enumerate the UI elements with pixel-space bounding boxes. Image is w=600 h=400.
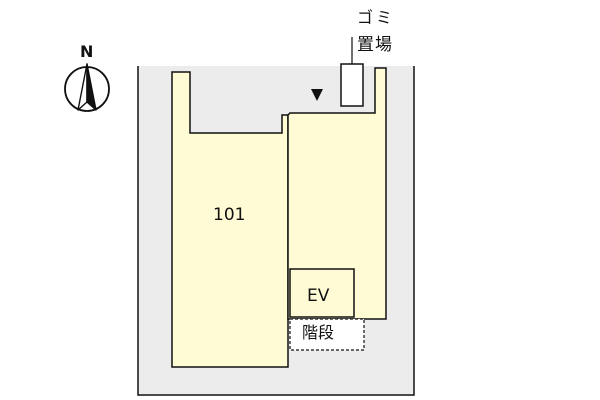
garbage-label-line1: ゴミ bbox=[357, 8, 396, 27]
garbage-label-line2: 置場 bbox=[357, 35, 393, 55]
stairs-box bbox=[289, 318, 365, 351]
stairs-label: 階段 bbox=[302, 323, 335, 342]
down-triangle-icon bbox=[311, 89, 323, 101]
north-label: N bbox=[80, 42, 94, 61]
unit-101-label: 101 bbox=[213, 205, 246, 225]
unit-101-area bbox=[171, 71, 289, 368]
garbage-area-box bbox=[340, 63, 364, 107]
elevator-label: EV bbox=[307, 286, 330, 306]
elevator-box bbox=[289, 268, 355, 318]
north-arrow-icon bbox=[64, 63, 110, 112]
